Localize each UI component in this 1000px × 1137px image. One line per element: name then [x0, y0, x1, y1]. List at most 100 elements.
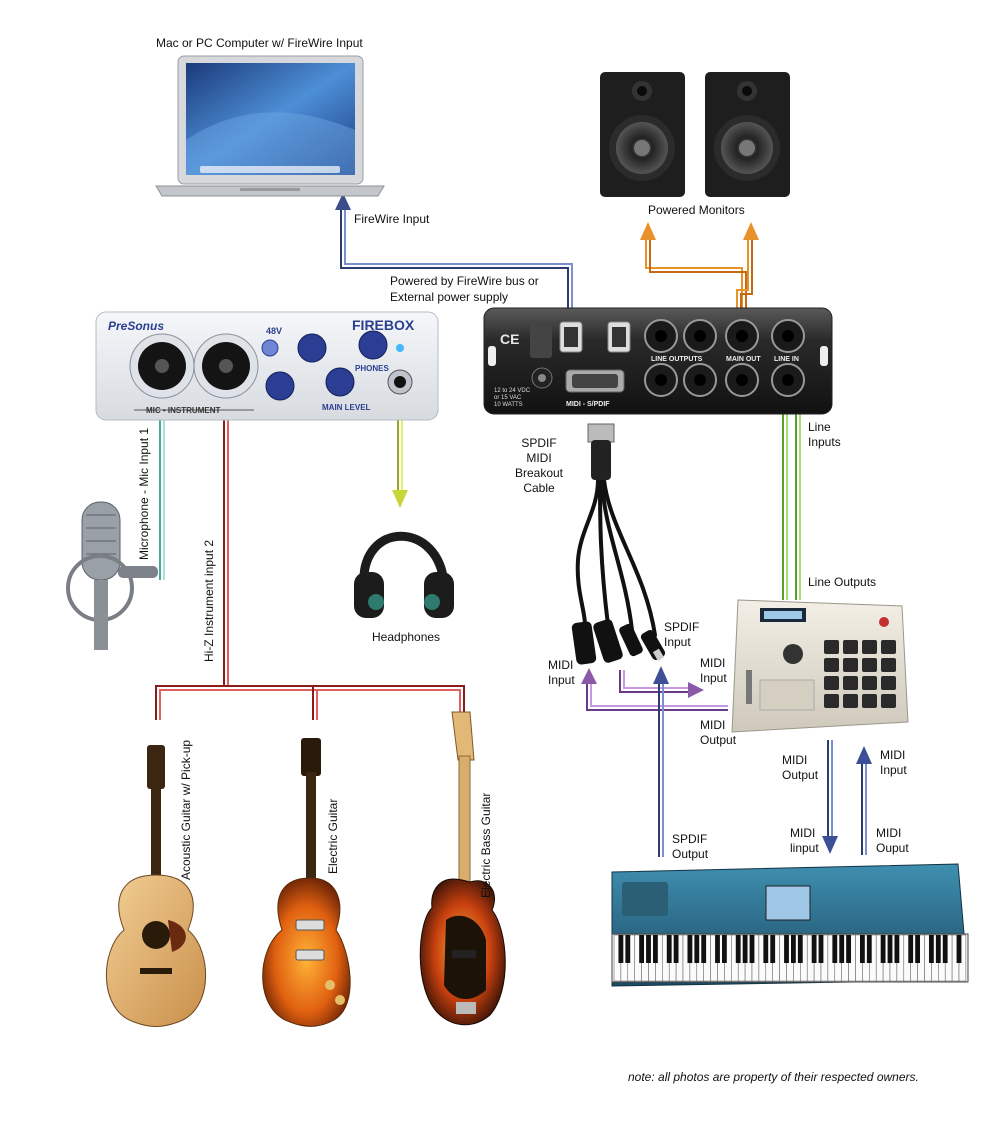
powered-by-label-line2: External power supply [390, 290, 509, 304]
headphones-label: Headphones [372, 630, 441, 644]
black-key [721, 935, 727, 963]
breakout-cable [575, 478, 657, 637]
midi-input-right-line2: Input [700, 671, 727, 685]
black-key [701, 935, 707, 963]
spdif-output-cable [653, 666, 669, 857]
powered-by-label-line1: Powered by FireWire bus or [390, 274, 539, 288]
black-key [742, 935, 748, 963]
spdif-output-label: SPDIF Output [672, 832, 708, 862]
electric-bass-label: Electric Bass Guitar [479, 792, 493, 898]
spdif-input-line2: Input [664, 635, 691, 649]
black-key [935, 935, 941, 963]
black-key [687, 935, 693, 963]
black-key [673, 935, 679, 963]
line-outputs-label: Line Outputs [808, 575, 877, 589]
black-key [928, 935, 934, 963]
midi-input-right-label: MIDI Input [700, 656, 727, 686]
mpc-pads [824, 640, 896, 708]
spdif-input-label: SPDIF Input [664, 620, 699, 650]
black-key [694, 935, 700, 963]
ce-mark: CE [500, 331, 519, 347]
breakout-cable-label: SPDIF MIDI Breakout Cable [504, 436, 574, 496]
microphone [66, 501, 158, 650]
keyboard-synth [611, 863, 969, 987]
monitor-right [705, 72, 790, 197]
breakout-label-line1: SPDIF [521, 436, 557, 450]
midi-input-kb-line1: MIDI [880, 748, 906, 762]
black-key [894, 935, 900, 963]
hiz-instrument-label: Hi-Z Instrument input 2 [202, 539, 216, 662]
black-key [887, 935, 893, 963]
spdif-output-line2: Output [672, 847, 709, 861]
black-key [880, 935, 886, 963]
power-spec-2: or 15 VAC [494, 395, 522, 401]
midi-input-right-line1: MIDI [700, 656, 726, 670]
spdif-output-line1: SPDIF [672, 832, 708, 846]
midi-input-left-line1: MIDI [548, 658, 574, 672]
black-key [797, 935, 803, 963]
electric-guitar [262, 738, 351, 1027]
laptop-computer [155, 55, 385, 197]
headphones [354, 531, 454, 618]
acoustic-guitar [106, 745, 206, 1027]
monitor-left [600, 72, 685, 197]
line-outputs-panel-label: LINE OUTPUTS [651, 356, 703, 363]
midi-output-mpc-line2: Output [700, 733, 737, 747]
firebox-front-panel: PreSonus FIREBOX 48V PHONES MAIN LEVEL M… [95, 311, 439, 421]
firebox-rear-panel: CE 12 to 24 VDC or 15 VAC 10 WATTS MIDI … [483, 307, 833, 415]
computer-label: Mac or PC Computer w/ FireWire Input [156, 36, 363, 50]
black-key [652, 935, 658, 963]
black-key [735, 935, 741, 963]
breakout-plugs [571, 619, 666, 665]
mpc-sampler [731, 599, 909, 733]
bass-guitar [419, 711, 506, 1026]
firewire-input-label: FireWire Input [354, 212, 430, 226]
black-key [618, 935, 624, 963]
line-inputs-line1: Line [808, 420, 831, 434]
midi-output-mpc-line1: MIDI [700, 718, 726, 732]
black-key [646, 935, 651, 963]
black-key [832, 935, 838, 963]
black-key [818, 935, 824, 963]
spdif-input-line1: SPDIF [664, 620, 700, 634]
midi-input-left-line2: Input [548, 673, 575, 687]
breakout-label-line3: Breakout [514, 466, 564, 480]
electric-guitar-label: Electric Guitar [326, 798, 340, 874]
black-key [956, 935, 962, 963]
midi-spdif-port-label: MIDI - S/PDIF [566, 401, 610, 408]
midi-linput-line2: linput [790, 841, 819, 855]
powered-monitors [600, 72, 790, 197]
breakout-db9-plug [587, 423, 615, 480]
black-key [763, 935, 769, 963]
main-level-label: MAIN LEVEL [322, 403, 371, 412]
black-key [915, 935, 921, 963]
photo-credit-note: note: all photos are property of their r… [628, 1070, 919, 1084]
midi-ouput-line2: Ouput [876, 841, 909, 855]
midi-output-kb-label: MIDI Output [782, 753, 818, 783]
midi-linput-line1: MIDI [790, 826, 816, 840]
black-key [866, 935, 872, 963]
powered-monitors-label: Powered Monitors [648, 203, 745, 217]
midi-input-left-label: MIDI Input [548, 658, 575, 688]
keyboard-white-keys [613, 934, 967, 982]
midi-output-kb-line2: Output [782, 768, 819, 782]
line-inputs-line2: Inputs [808, 435, 841, 449]
midi-mpc-keyboard-cables [822, 740, 872, 855]
mic-instrument-label: MIC • INSTRUMENT [146, 406, 220, 415]
firewire-cable [335, 193, 573, 338]
phantom-label: 48V [266, 326, 282, 336]
microphone-label: Microphone - Mic Input 1 [137, 427, 151, 560]
black-key [625, 935, 631, 963]
black-key [790, 935, 796, 963]
black-key [908, 935, 914, 963]
midi-output-mpc-label: MIDI Output [700, 718, 736, 748]
line-input-cables [778, 386, 805, 600]
black-key [749, 935, 755, 963]
black-key [846, 935, 852, 963]
midi-output-kb-line1: MIDI [782, 753, 808, 767]
phones-label: PHONES [355, 364, 389, 373]
brand-label: PreSonus [108, 319, 164, 333]
black-key [715, 935, 720, 963]
